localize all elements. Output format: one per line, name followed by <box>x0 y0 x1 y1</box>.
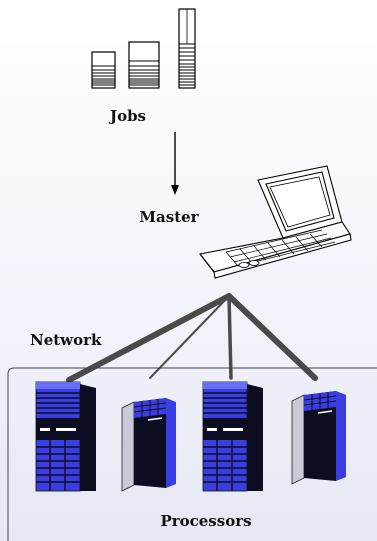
job-stack-medium-icon <box>128 41 160 89</box>
job-stack-tall-icon <box>178 8 196 89</box>
jobs-label: Jobs <box>108 107 146 125</box>
server-tower-blue-icon <box>35 381 96 492</box>
network-link-1 <box>66 293 232 383</box>
jobs-to-master-arrow <box>171 132 179 195</box>
jobs-group: Jobs <box>91 8 196 125</box>
server-tower-blue-icon <box>202 381 263 492</box>
network-link-4 <box>226 293 318 381</box>
job-stack-short-icon <box>91 51 116 89</box>
processors-box <box>7 367 377 541</box>
processors-label: Processors <box>160 512 251 530</box>
laptop-icon <box>199 165 352 279</box>
master-label: Master <box>139 208 199 226</box>
server-tower-gray-icon <box>121 398 176 492</box>
network-link-3 <box>227 294 233 380</box>
network-label: Network <box>30 331 102 349</box>
server-tower-gray-icon <box>291 391 346 485</box>
network-links <box>66 293 318 383</box>
network-link-2 <box>149 295 230 379</box>
